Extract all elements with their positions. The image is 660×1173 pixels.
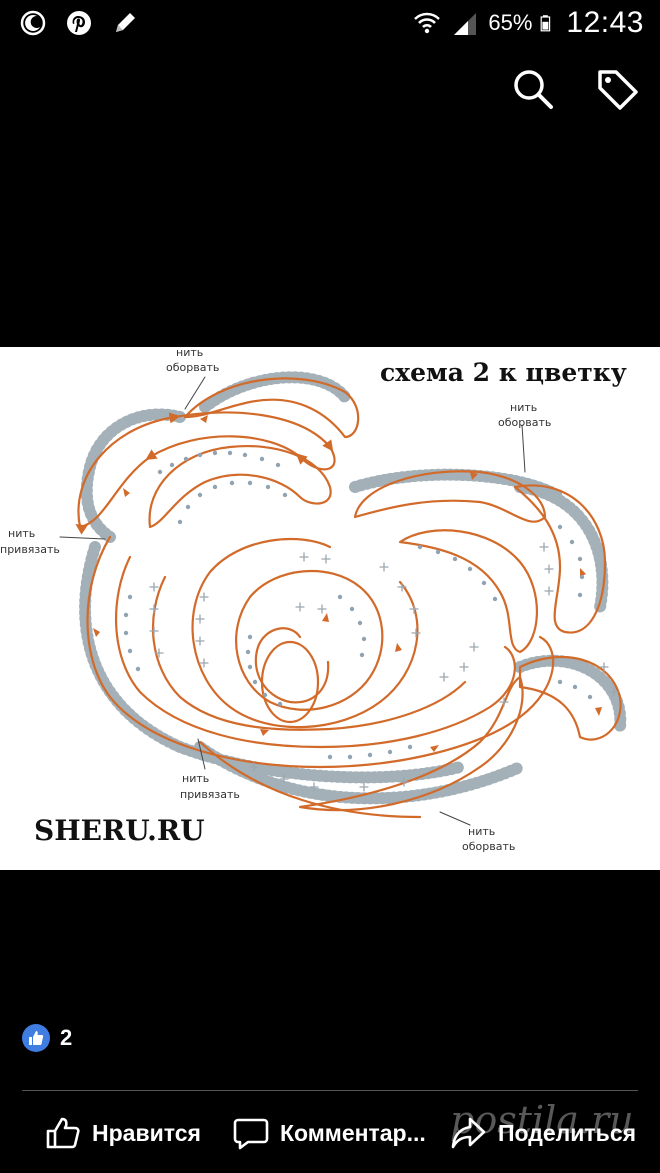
pencil-icon xyxy=(116,13,135,32)
crochet-diagram: схема 2 к цветку SHERU.RU нить оборвать … xyxy=(0,347,627,853)
annotation-word: оборвать xyxy=(498,416,551,429)
reaction-count: 2 xyxy=(60,1025,73,1050)
pinterest-icon xyxy=(67,11,91,35)
clock: 12:43 xyxy=(566,6,644,39)
top-actions xyxy=(510,66,640,112)
comment-icon xyxy=(233,1118,269,1150)
wifi-icon xyxy=(414,12,441,34)
diagram-source: SHERU.RU xyxy=(34,814,205,847)
like-reaction-icon xyxy=(22,1024,50,1052)
share-button[interactable]: Поделиться xyxy=(450,1108,636,1158)
annotation-word: привязать xyxy=(180,788,240,801)
status-bar: 65% 12:43 xyxy=(0,0,660,48)
comment-label: Комментар... xyxy=(280,1119,426,1146)
search-icon[interactable] xyxy=(510,66,556,112)
battery-icon xyxy=(541,15,551,32)
diagram-title: схема 2 к цветку xyxy=(380,358,627,387)
divider xyxy=(22,1090,638,1091)
share-arrow-icon xyxy=(451,1117,486,1149)
annotation-word: нить xyxy=(182,772,209,785)
reactions-summary[interactable]: 2 xyxy=(22,1024,72,1052)
annotation-word: нить xyxy=(468,825,495,838)
watermark-text: postila.ru xyxy=(450,1098,634,1142)
annotation-word: оборвать xyxy=(166,361,219,374)
annotation-word: оборвать xyxy=(462,840,515,853)
action-bar: Нравится Комментар... Поделиться xyxy=(0,1108,660,1158)
share-label: Поделиться xyxy=(498,1119,637,1146)
annotation-word: нить xyxy=(510,401,537,414)
pin-image[interactable]: схема 2 к цветку SHERU.RU нить оборвать … xyxy=(0,347,660,870)
signal-icon xyxy=(454,13,477,35)
battery-percent: 65% xyxy=(488,10,533,35)
annotation-word: нить xyxy=(176,347,203,359)
like-label: Нравится xyxy=(92,1119,201,1146)
annotation-word: нить xyxy=(8,527,35,540)
annotation-word: привязать xyxy=(0,543,60,556)
tag-icon[interactable] xyxy=(594,66,640,112)
moon-icon xyxy=(20,10,46,36)
comment-button[interactable]: Комментар... xyxy=(232,1108,426,1158)
like-button[interactable]: Нравится xyxy=(44,1108,201,1158)
thumbs-up-icon xyxy=(46,1117,80,1149)
